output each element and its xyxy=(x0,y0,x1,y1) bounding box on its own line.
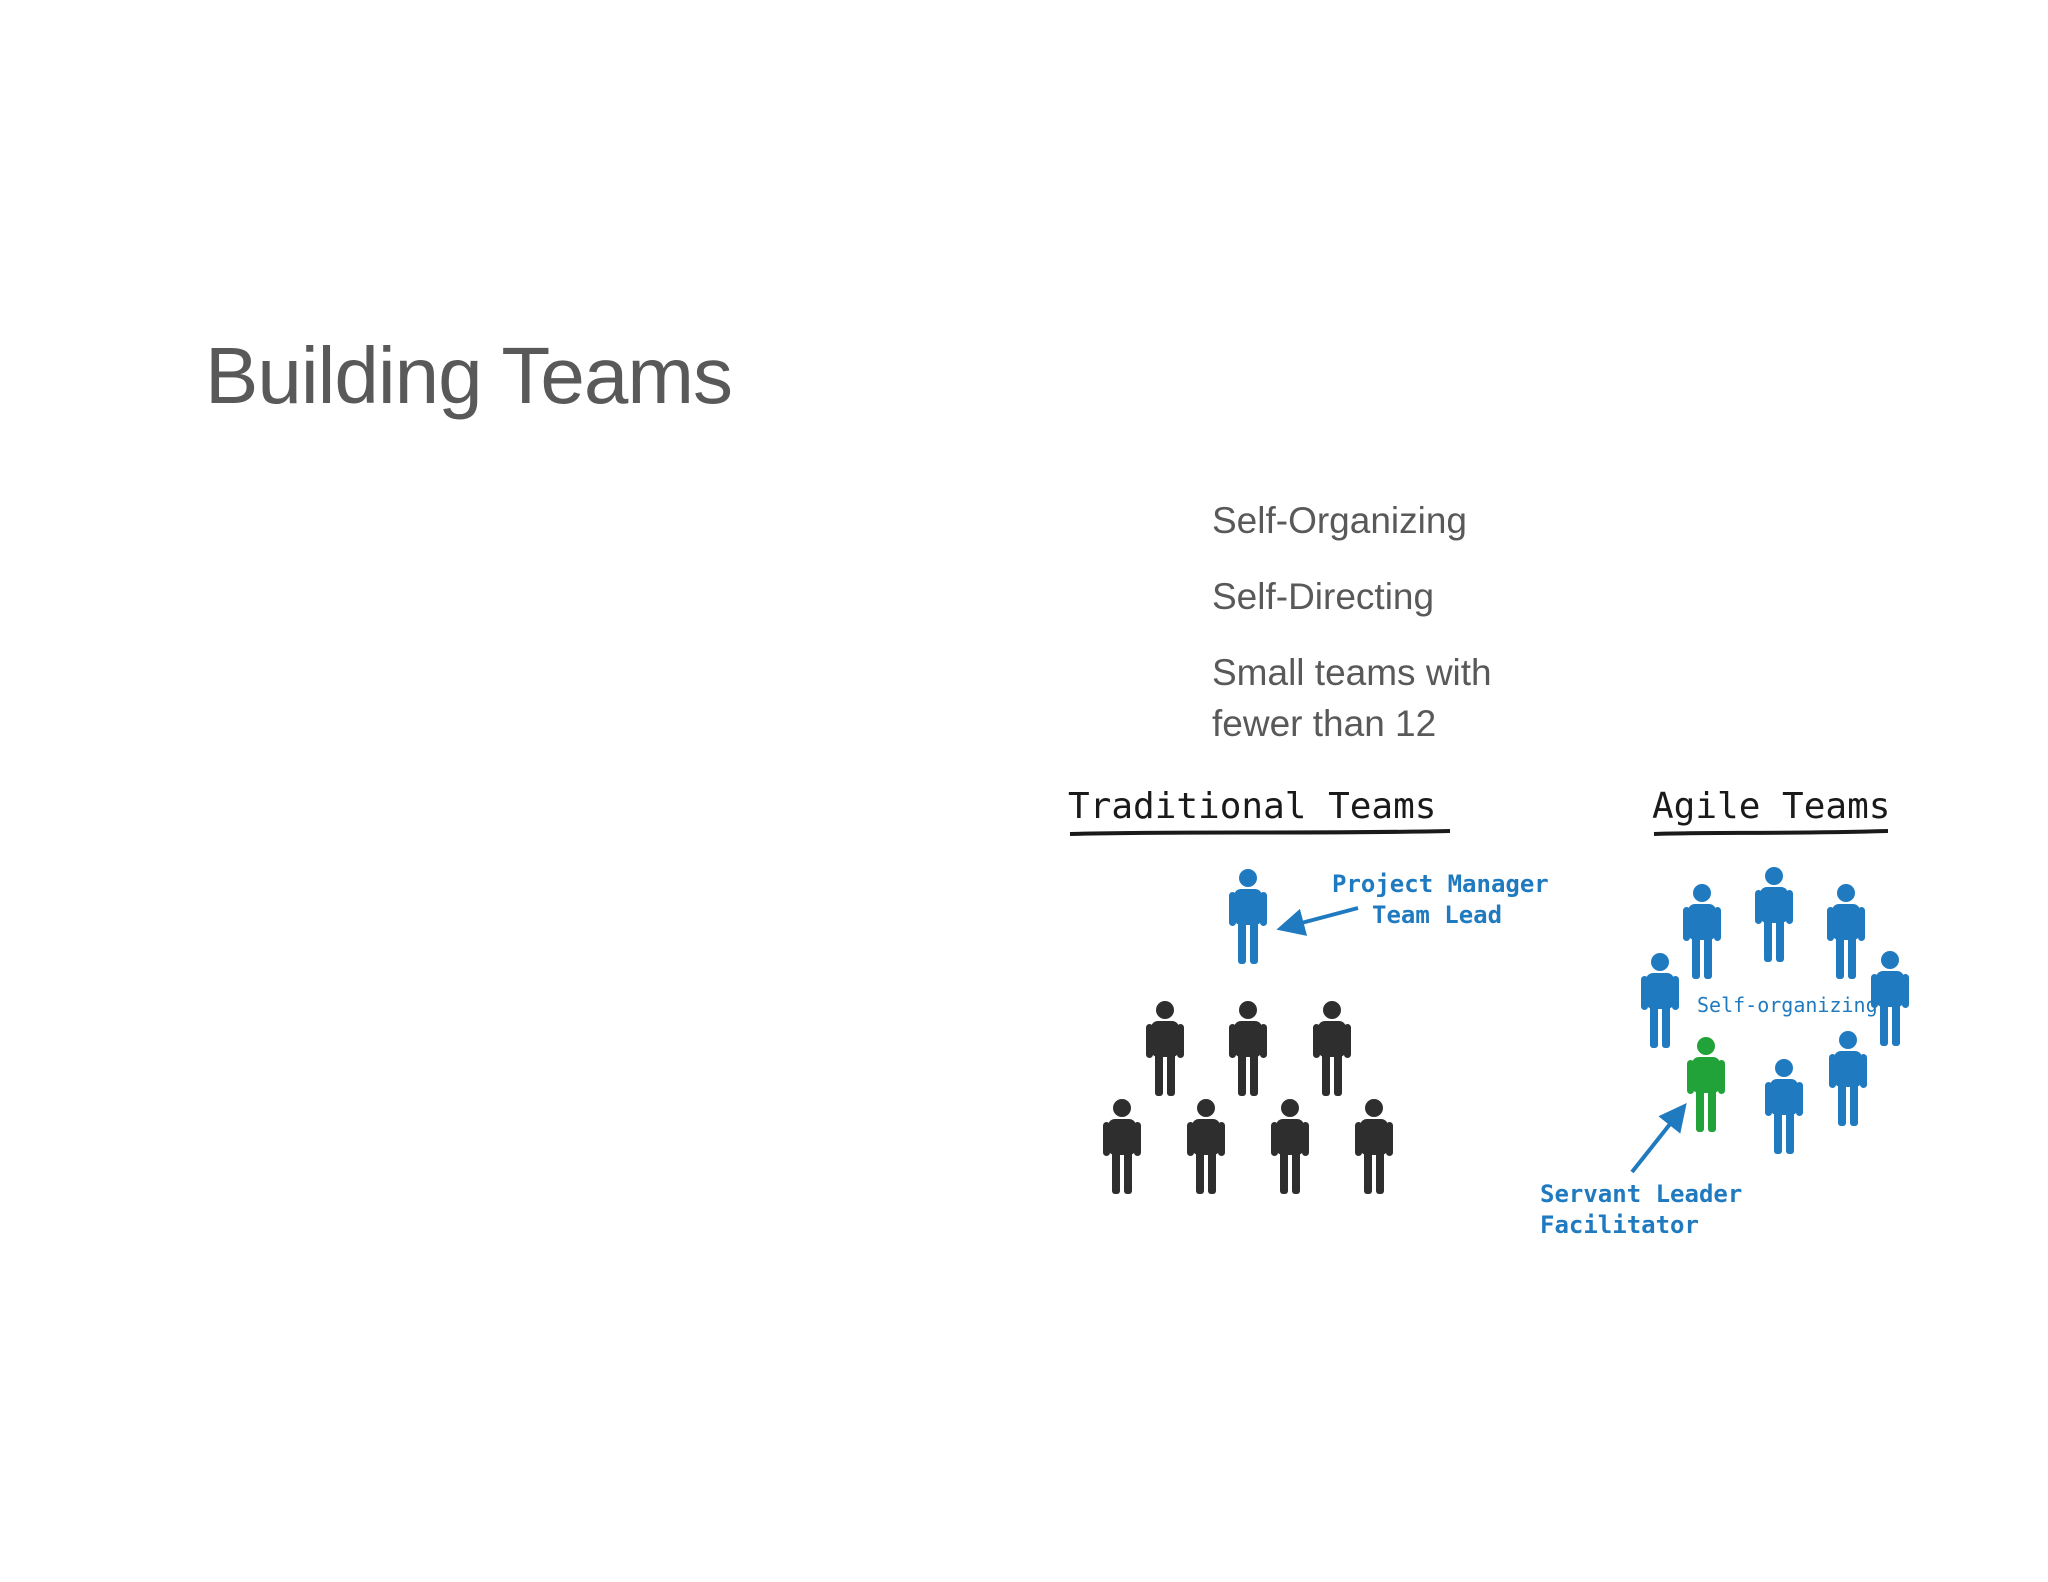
leader-arrow xyxy=(1276,906,1359,936)
team-member-icon xyxy=(1271,1099,1309,1194)
team-member-icon xyxy=(1765,1059,1803,1154)
agile-teams-heading: Agile Teams xyxy=(1652,786,1890,827)
servant-leader-arrow xyxy=(1630,1103,1687,1174)
project-manager-label: Project Manager xyxy=(1332,870,1549,898)
agile-heading-underline xyxy=(1653,829,1889,836)
team-member-icon xyxy=(1229,1001,1267,1096)
facilitator-label: Facilitator xyxy=(1540,1211,1699,1239)
project-manager-icon xyxy=(1229,869,1267,964)
team-member-icon xyxy=(1829,1031,1867,1126)
team-member-icon xyxy=(1827,884,1865,979)
traditional-teams-heading: Traditional Teams xyxy=(1068,786,1436,827)
servant-leader-icon xyxy=(1687,1037,1725,1132)
traditional-heading-underline xyxy=(1069,829,1451,836)
team-member-icon xyxy=(1683,884,1721,979)
team-member-icon xyxy=(1146,1001,1184,1096)
team-member-icon xyxy=(1313,1001,1351,1096)
teams-illustration-svg: Traditional Teams Agile Teams Project Ma… xyxy=(1068,786,1909,1239)
bullet-list: Self-Organizing Self-Directing Small tea… xyxy=(1212,495,1492,787)
team-member-icon xyxy=(1641,953,1679,1048)
self-organizing-label: Self-organizing xyxy=(1697,993,1878,1017)
team-member-icon xyxy=(1103,1099,1141,1194)
bullet-item: Self-Directing xyxy=(1212,576,1435,617)
teams-illustration: Traditional Teams Agile Teams Project Ma… xyxy=(1060,768,1940,1248)
team-lead-label: Team Lead xyxy=(1372,901,1502,929)
bullet-item: Self-Organizing xyxy=(1212,500,1468,541)
team-member-icon xyxy=(1355,1099,1393,1194)
servant-leader-label: Servant Leader xyxy=(1540,1180,1742,1208)
bullet-item: Small teams with fewer than 12 xyxy=(1212,652,1492,744)
team-member-icon xyxy=(1755,867,1793,962)
slide-title: Building Teams xyxy=(205,331,733,420)
team-member-icon xyxy=(1187,1099,1225,1194)
traditional-team-members xyxy=(1103,1001,1393,1194)
